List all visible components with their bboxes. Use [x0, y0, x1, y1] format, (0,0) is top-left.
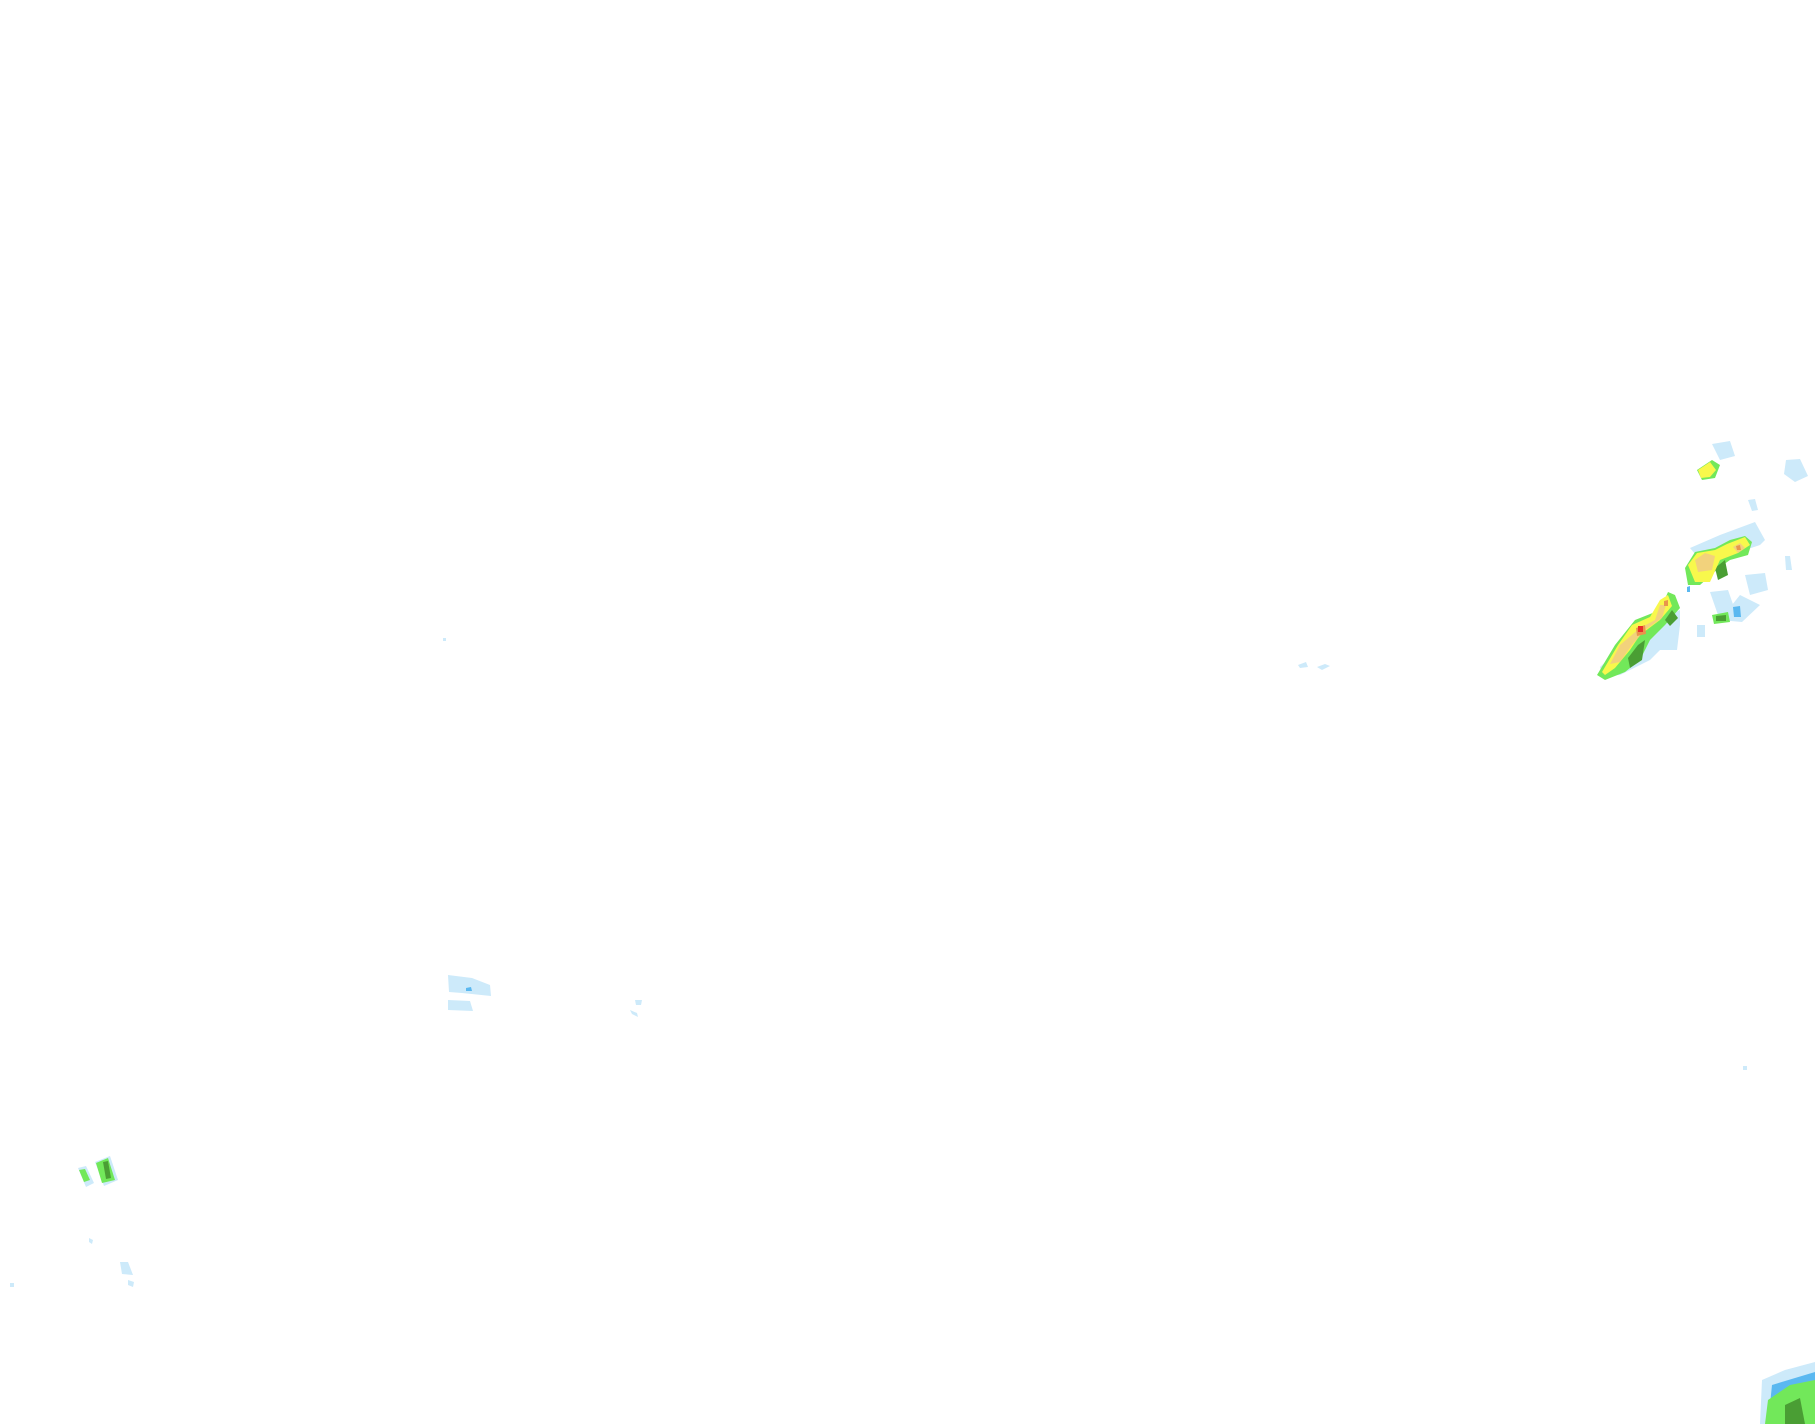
red-precip-areas — [1638, 626, 1643, 632]
green-precip-areas — [79, 460, 1815, 1424]
dark-green-precip-areas — [103, 560, 1805, 1424]
moderate-precip-areas — [466, 586, 1815, 1424]
light-precip-areas — [10, 441, 1815, 1424]
